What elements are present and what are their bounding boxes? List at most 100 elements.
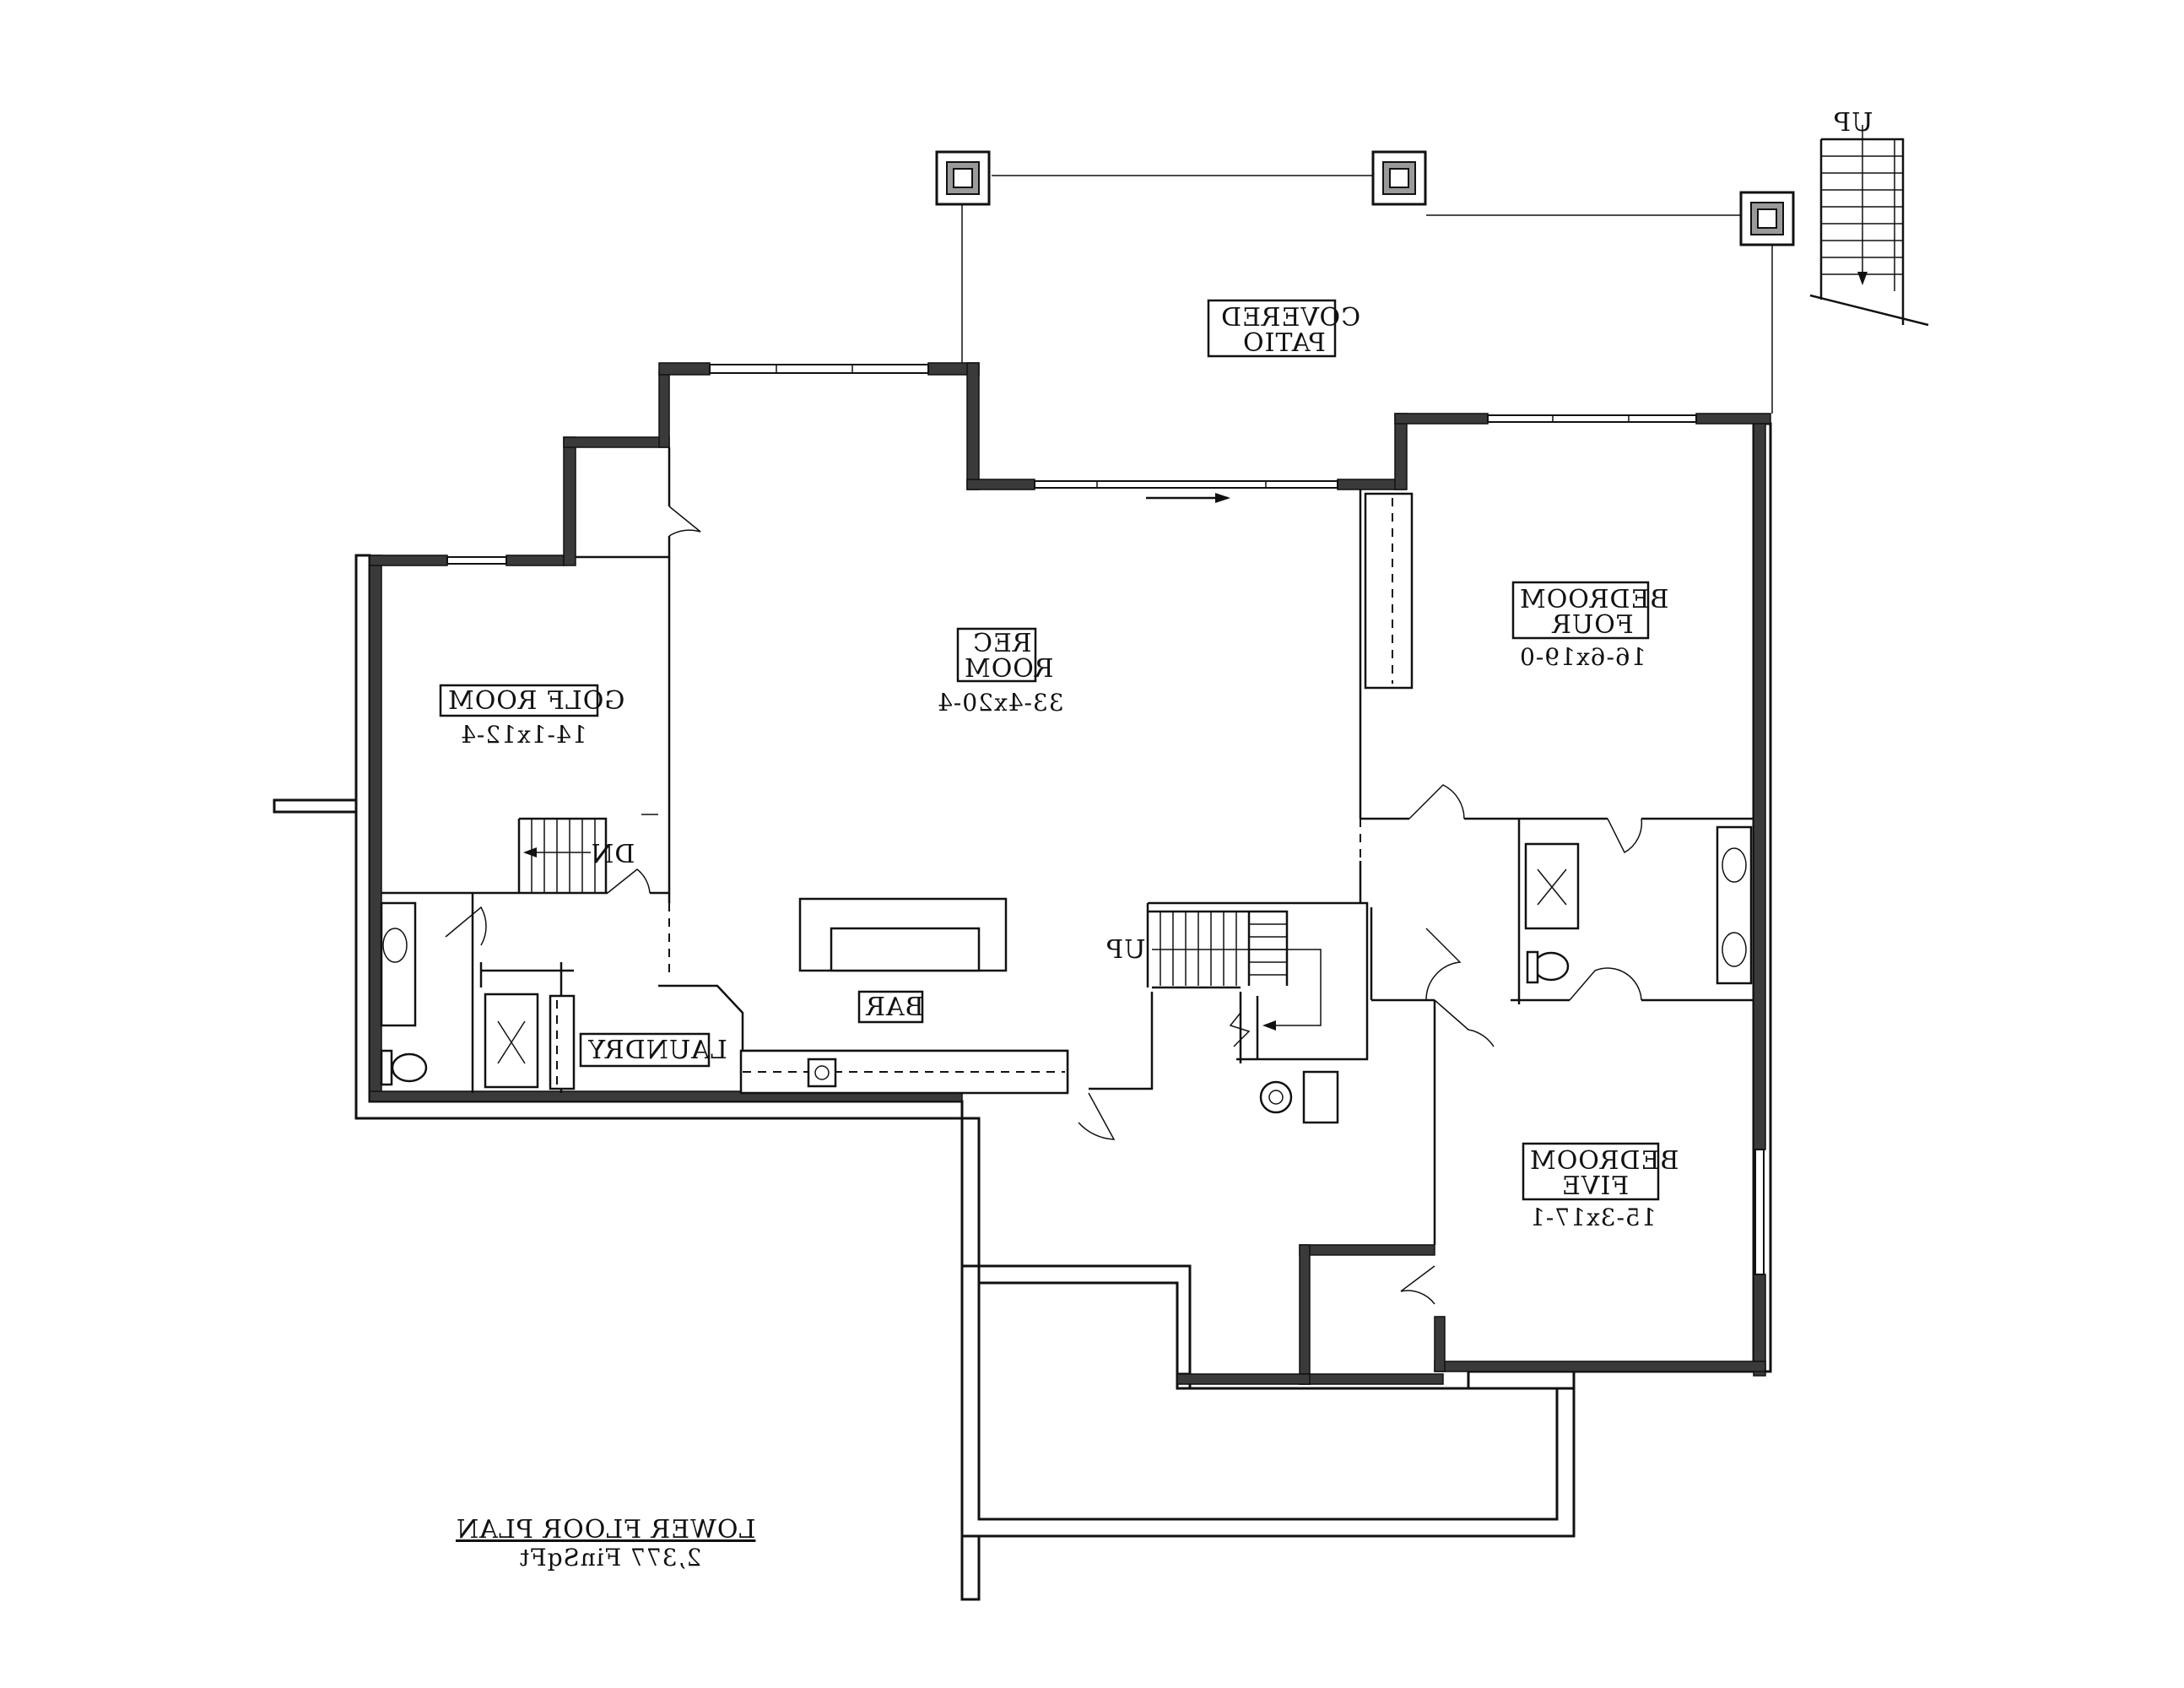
toilet-tank bbox=[380, 1049, 393, 1086]
covered-patio bbox=[935, 150, 1795, 503]
wall bbox=[658, 362, 711, 376]
bed-four-dims: 16-6x19-0 bbox=[1519, 643, 1646, 671]
stair-lower-run bbox=[1239, 992, 1259, 1063]
door-swing bbox=[1607, 818, 1643, 854]
foundation-lower-extension bbox=[960, 1264, 1576, 1538]
label-box bbox=[857, 990, 924, 1024]
doors bbox=[445, 506, 1643, 1305]
shower-x-icon bbox=[1537, 868, 1567, 906]
wall bbox=[658, 371, 670, 448]
door-swing bbox=[445, 906, 487, 946]
bar-sink bbox=[807, 1058, 837, 1088]
stair-outline bbox=[517, 817, 608, 893]
wall bbox=[563, 436, 670, 448]
rec-label-line2: ROOM bbox=[964, 654, 1054, 684]
bar-island-inner bbox=[830, 927, 981, 972]
water-heater-icon bbox=[1259, 1080, 1293, 1114]
label-box bbox=[1522, 1142, 1660, 1201]
arrow-head-icon bbox=[1215, 493, 1230, 503]
sink-icon bbox=[382, 928, 408, 963]
laundry-fixtures bbox=[549, 994, 576, 1090]
door-swing bbox=[668, 506, 701, 537]
window bbox=[446, 556, 507, 565]
wall bbox=[1434, 1361, 1766, 1372]
wall bbox=[966, 479, 1035, 490]
stair-outline bbox=[1819, 138, 1905, 325]
wall bbox=[369, 555, 448, 566]
laundry-label: LAUNDRY bbox=[587, 1036, 727, 1065]
wall bbox=[1299, 1244, 1435, 1256]
label-box bbox=[1511, 581, 1650, 640]
window bbox=[1487, 414, 1697, 423]
interior-stair-label: UP bbox=[1106, 935, 1145, 965]
wall bbox=[966, 362, 980, 490]
shower-x-icon bbox=[497, 1020, 526, 1064]
windows bbox=[446, 364, 1765, 1275]
golf-room-dims: 14-1x12-4 bbox=[460, 721, 587, 749]
window-mullion bbox=[776, 365, 1630, 488]
arrow-head-icon bbox=[1857, 272, 1868, 285]
golf-stair: DN bbox=[517, 814, 658, 893]
wall bbox=[505, 555, 565, 566]
door-swing bbox=[1400, 1265, 1435, 1305]
furnace bbox=[1302, 1070, 1339, 1124]
stair-break bbox=[1229, 1012, 1251, 1047]
wall bbox=[1176, 1373, 1311, 1385]
stair-treads bbox=[1160, 912, 1287, 986]
patio-label-line1: COVERED bbox=[1220, 303, 1360, 333]
wall bbox=[563, 436, 576, 566]
door-swing bbox=[607, 868, 651, 894]
sink-icon bbox=[1722, 847, 1747, 883]
bed-four-line1: BEDROOM bbox=[1519, 585, 1669, 614]
labels: COVERED PATIO REC ROOM 33-4x20-4 GOLF RO… bbox=[439, 299, 1679, 1572]
rec-dims: 33-4x20-4 bbox=[937, 689, 1064, 717]
stair-treads bbox=[531, 819, 596, 893]
bed-five-line2: FIVE bbox=[1561, 1171, 1629, 1201]
bath-right bbox=[1524, 825, 1753, 985]
partition bbox=[1089, 992, 1154, 1090]
partition bbox=[1148, 901, 1369, 1061]
stair-break bbox=[1809, 294, 1929, 327]
vanity bbox=[380, 901, 417, 1027]
wall bbox=[1394, 413, 1489, 425]
label-box bbox=[1207, 299, 1337, 358]
foundation-stub bbox=[273, 798, 358, 814]
closet-shelf bbox=[1364, 492, 1414, 690]
stair-outline bbox=[1148, 910, 1289, 986]
bar-label: BAR bbox=[865, 993, 924, 1022]
arrow-head-icon bbox=[1262, 1020, 1276, 1031]
interior-stair: UP bbox=[1106, 910, 1322, 1063]
label-box bbox=[439, 684, 599, 717]
vanity bbox=[1716, 825, 1753, 985]
window bbox=[1034, 480, 1338, 489]
door-swing bbox=[1425, 928, 1462, 1001]
closet-bedroom-four bbox=[1364, 492, 1414, 690]
plan-area: 2,377 FinSqFt bbox=[519, 1544, 701, 1572]
wall bbox=[1434, 1316, 1446, 1372]
window bbox=[709, 364, 929, 374]
window bbox=[1754, 1149, 1765, 1275]
walls bbox=[369, 362, 1771, 1385]
bed-five-line1: BEDROOM bbox=[1529, 1146, 1679, 1176]
patio-column bbox=[1371, 150, 1427, 206]
wall bbox=[1753, 423, 1766, 1150]
laundry-counter bbox=[549, 994, 576, 1090]
wall bbox=[369, 555, 382, 1102]
mechanical bbox=[1259, 1070, 1339, 1124]
exterior-stair: UP bbox=[1809, 108, 1929, 327]
door-swing bbox=[1078, 1092, 1116, 1140]
stair-arrow bbox=[1152, 949, 1322, 1026]
wall bbox=[1753, 1274, 1766, 1377]
wall bbox=[1695, 413, 1771, 425]
patio-column bbox=[935, 150, 991, 206]
door-swing bbox=[1434, 999, 1495, 1047]
wall bbox=[1299, 1244, 1311, 1385]
water-heater-inner-icon bbox=[1268, 1090, 1284, 1105]
door-swing bbox=[1569, 967, 1642, 1001]
patio-column bbox=[1739, 191, 1795, 246]
opening bbox=[668, 819, 1361, 979]
exterior-stair-label: UP bbox=[1833, 108, 1873, 138]
golf-room-label: GOLF ROOM bbox=[447, 686, 624, 716]
toilet-icon bbox=[1533, 951, 1570, 982]
